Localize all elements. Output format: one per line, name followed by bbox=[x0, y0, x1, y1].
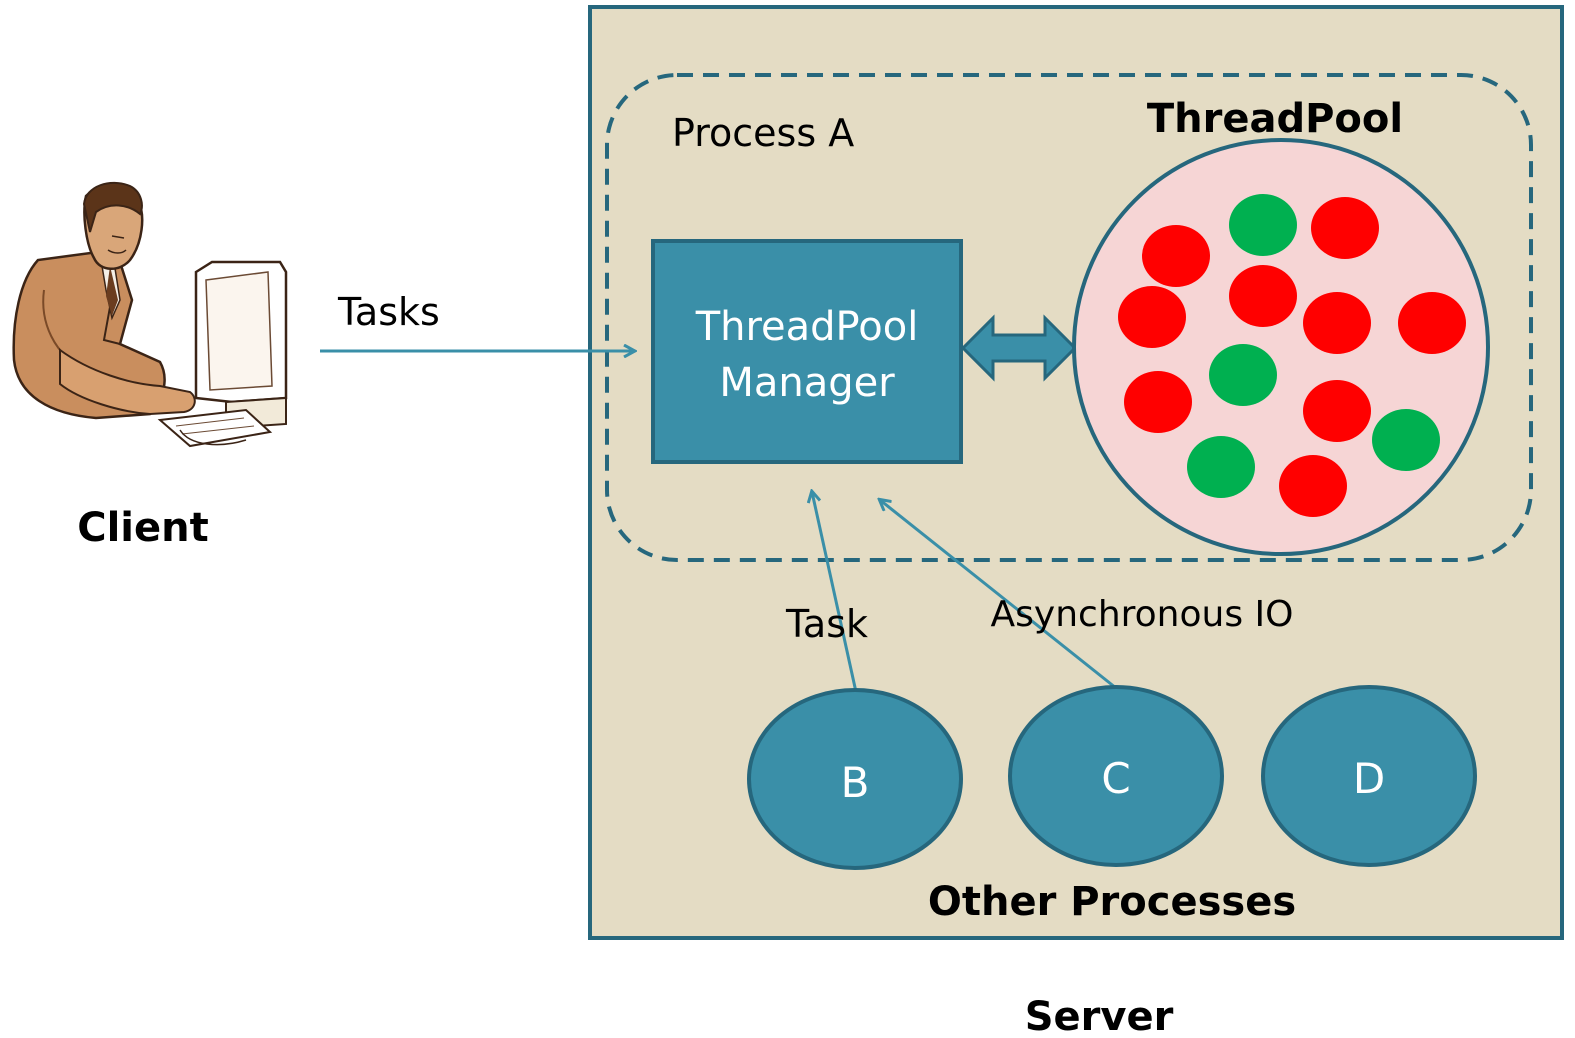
threadpool-title: ThreadPool bbox=[1147, 96, 1403, 142]
thread-dot-idle bbox=[1229, 194, 1297, 256]
thread-dot-busy bbox=[1229, 265, 1297, 327]
thread-dot-busy bbox=[1124, 371, 1192, 433]
task-label: Task bbox=[785, 602, 868, 646]
threadpool-manager-label-line2: Manager bbox=[719, 360, 895, 406]
thread-dot-busy bbox=[1303, 292, 1371, 354]
thread-group bbox=[1118, 194, 1466, 517]
async-io-arrow bbox=[880, 500, 1117, 690]
task-arrow bbox=[812, 492, 858, 693]
thread-dot-idle bbox=[1187, 436, 1255, 498]
client-label: Client bbox=[77, 505, 209, 551]
other-processes-label: Other Processes bbox=[928, 879, 1296, 925]
thread-dot-busy bbox=[1279, 455, 1347, 517]
tasks-label: Tasks bbox=[337, 290, 440, 334]
process-d-label: D bbox=[1353, 754, 1385, 803]
threadpool-manager-label-line1: ThreadPool bbox=[695, 304, 919, 350]
thread-dot-idle bbox=[1209, 344, 1277, 406]
process-a-label: Process A bbox=[672, 111, 854, 155]
thread-dot-busy bbox=[1142, 225, 1210, 287]
thread-dot-busy bbox=[1303, 380, 1371, 442]
thread-dot-busy bbox=[1398, 292, 1466, 354]
process-d-ellipse bbox=[1261, 685, 1477, 867]
server-label: Server bbox=[1025, 994, 1174, 1038]
process-c-ellipse bbox=[1008, 685, 1224, 867]
client-at-computer-icon bbox=[12, 181, 288, 448]
thread-dot-idle bbox=[1372, 409, 1440, 471]
async-io-label: Asynchronous IO bbox=[991, 594, 1294, 635]
thread-dot-busy bbox=[1311, 197, 1379, 259]
threadpool-manager-box bbox=[651, 239, 963, 464]
thread-dot-busy bbox=[1118, 286, 1186, 348]
process-a-region bbox=[605, 73, 1533, 562]
process-b-ellipse bbox=[747, 688, 963, 870]
process-b-label: B bbox=[841, 758, 870, 807]
process-c-label: C bbox=[1101, 754, 1130, 803]
